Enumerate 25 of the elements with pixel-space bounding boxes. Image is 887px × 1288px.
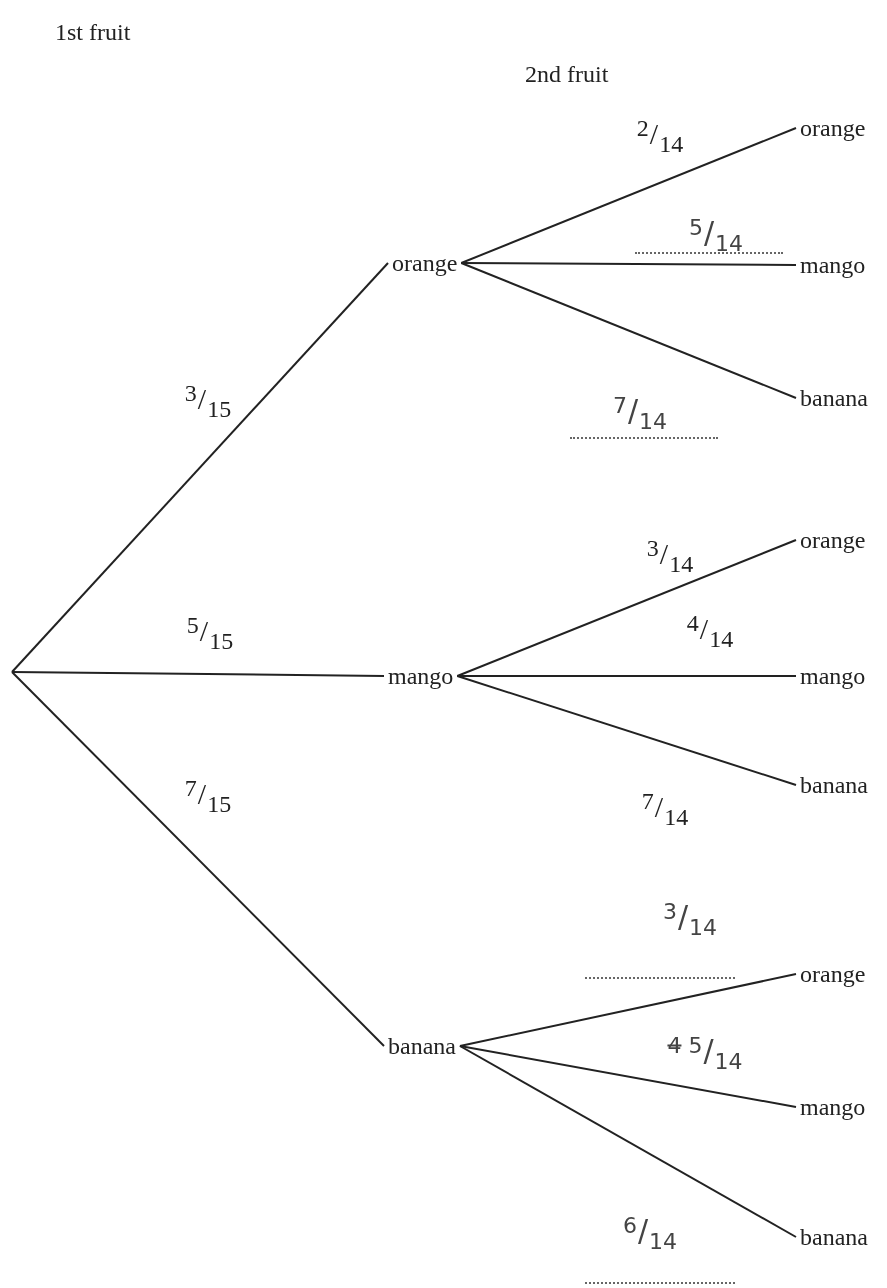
outcome-label: orange xyxy=(800,114,866,142)
outcome-label: mango xyxy=(800,662,866,690)
outcome-label: banana xyxy=(800,384,868,412)
branch-line xyxy=(458,1045,797,1238)
outcome-label: banana xyxy=(800,771,868,799)
outcome-label: mango xyxy=(800,251,866,279)
outcome-label: mango xyxy=(800,1093,866,1121)
column-heading: 2nd fruit xyxy=(525,60,609,88)
branch-line xyxy=(11,262,389,673)
outcome-label: mango xyxy=(388,662,454,690)
outcome-label: orange xyxy=(392,249,458,277)
branch-line xyxy=(11,671,385,1047)
column-heading: 1st fruit xyxy=(55,18,131,46)
branch-line xyxy=(11,671,385,677)
branch-line xyxy=(456,675,797,786)
branch-line xyxy=(460,262,797,266)
branch-line xyxy=(460,262,797,399)
outcome-label: banana xyxy=(388,1032,456,1060)
branch-line xyxy=(460,127,797,264)
branch-line xyxy=(458,1045,797,1108)
outcome-label: orange xyxy=(800,526,866,554)
branch-line xyxy=(456,539,797,677)
outcome-label: banana xyxy=(800,1223,868,1251)
outcome-label: orange xyxy=(800,960,866,988)
branch-line xyxy=(456,675,797,677)
